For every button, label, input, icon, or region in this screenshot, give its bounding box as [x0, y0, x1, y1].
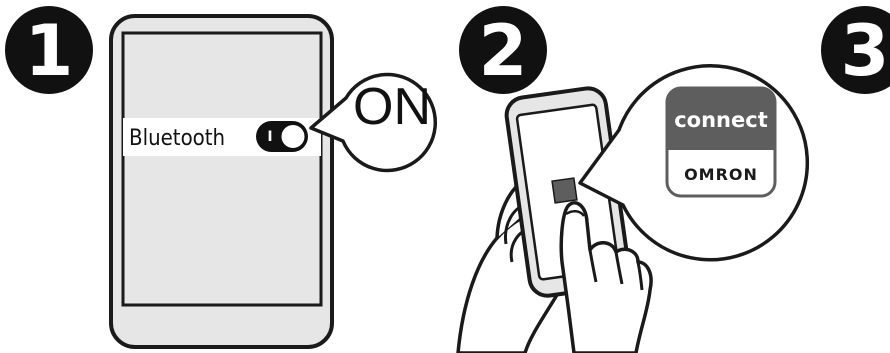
- step-3: 3: [821, 6, 890, 94]
- bluetooth-label: Bluetooth: [129, 126, 225, 151]
- on-callout-text: ON: [353, 78, 431, 136]
- step-1-badge: 1: [5, 6, 93, 94]
- step-1-number: 1: [25, 10, 74, 92]
- app-icon-small[interactable]: [552, 178, 577, 203]
- app-icon-connect-text: connect: [674, 108, 768, 132]
- phone-1: Bluetooth I: [111, 16, 332, 347]
- bluetooth-toggle[interactable]: I: [256, 121, 308, 152]
- step-2: 2 connect: [458, 6, 807, 353]
- step-2-number: 2: [479, 10, 528, 92]
- phone-1-screen: [123, 33, 321, 305]
- toggle-on-mark: I: [267, 129, 272, 145]
- app-icon-omron-logo: OMRON: [684, 165, 758, 184]
- step-3-number: 3: [841, 10, 890, 92]
- step-1: 1 Bluetooth I ON: [5, 6, 435, 347]
- step-2-badge: 2: [459, 6, 547, 94]
- step-3-badge: 3: [821, 6, 890, 94]
- omron-connect-app-icon[interactable]: connect OMRON: [667, 88, 775, 196]
- toggle-knob: [280, 124, 306, 150]
